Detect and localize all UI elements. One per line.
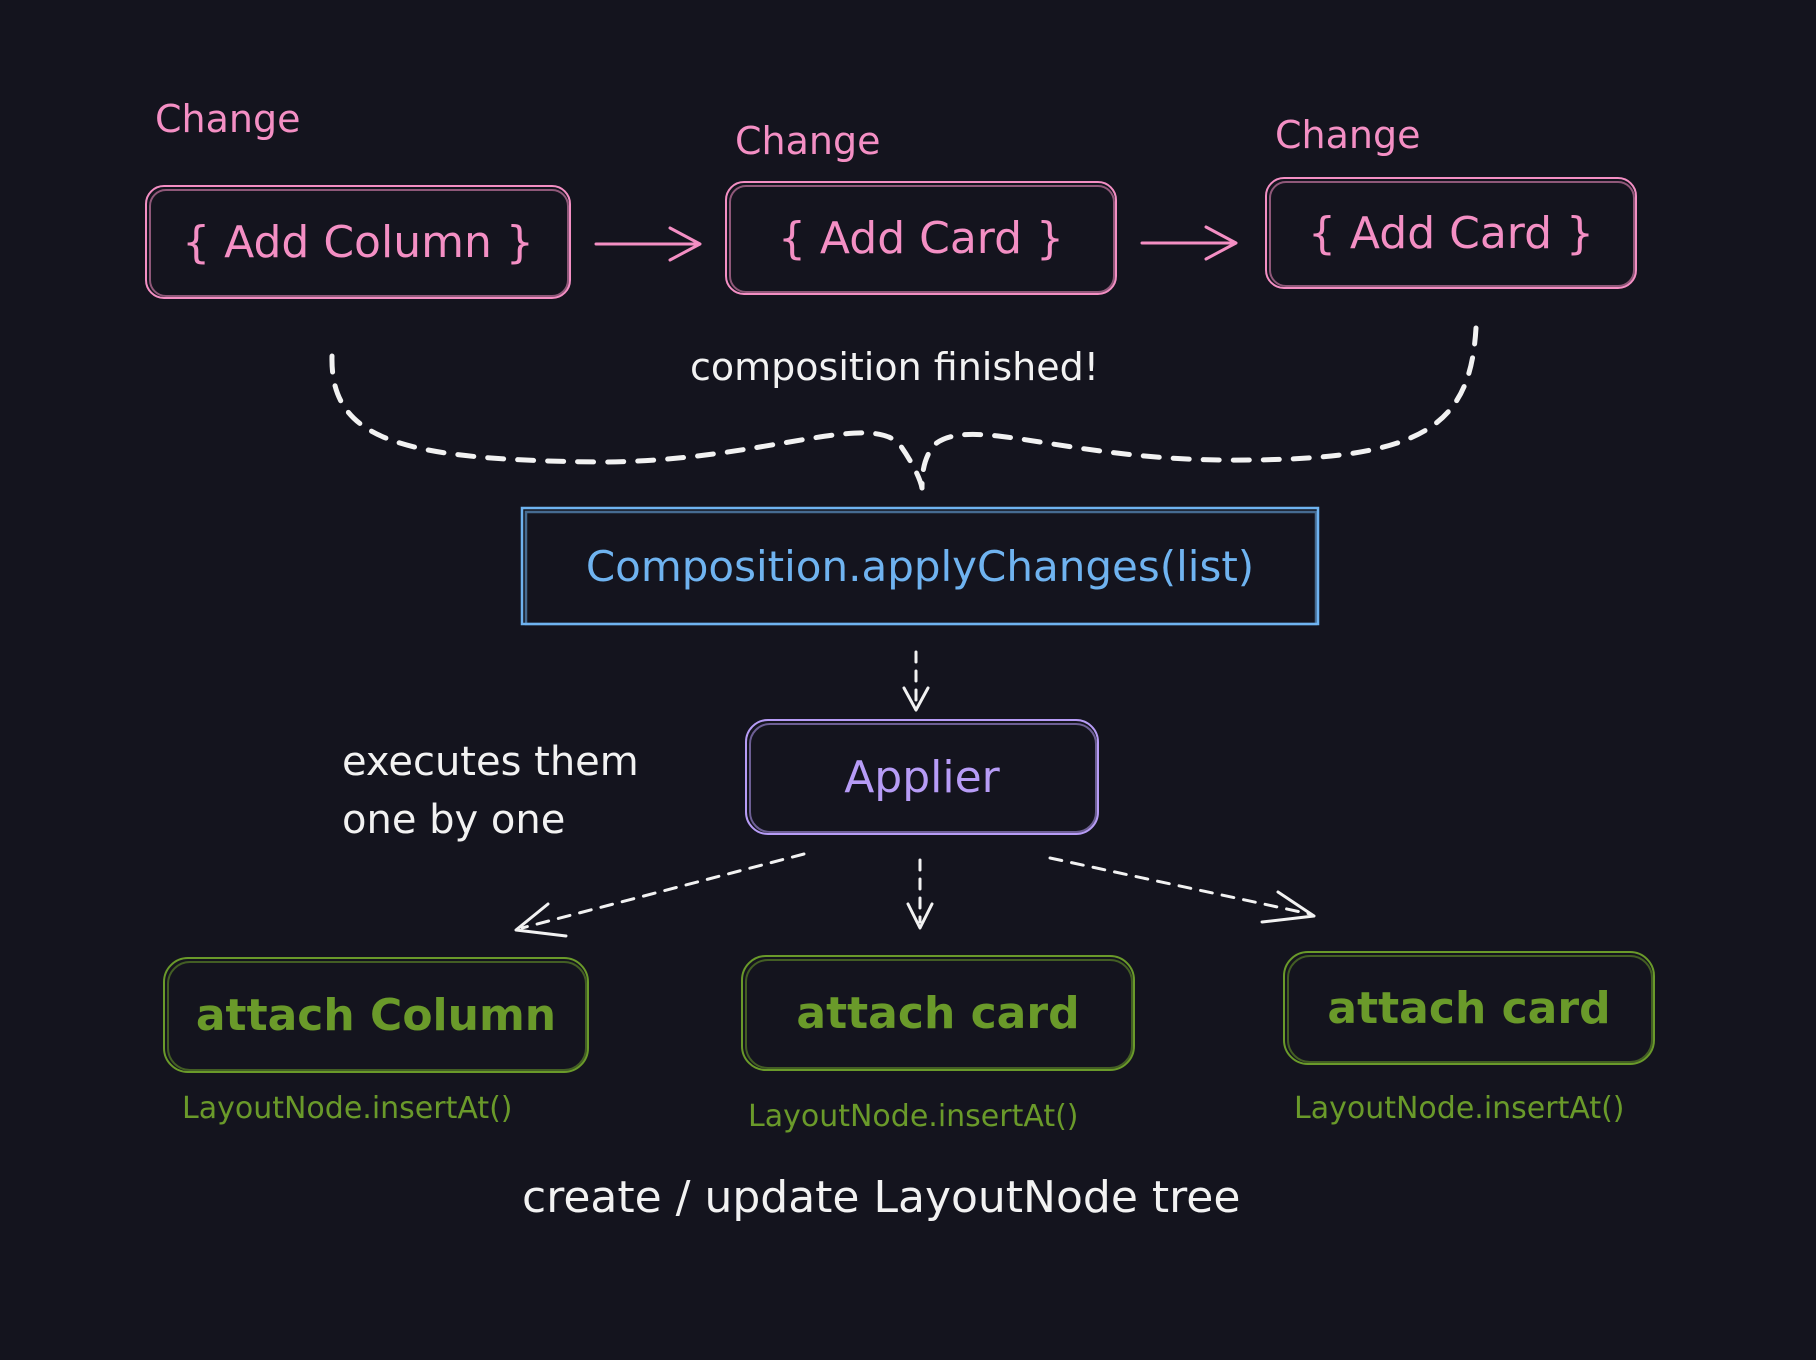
change-label-1: { Add Column }	[182, 216, 534, 268]
merge-brace-right	[919, 325, 1479, 491]
change-tag-2: Change	[735, 119, 881, 163]
attach-label-2: attach card	[796, 987, 1080, 1039]
change-tag-3: Change	[1275, 113, 1421, 157]
change-tag-1: Change	[155, 97, 301, 141]
applier-label: Applier	[844, 751, 1000, 803]
applier-note-line2: one by one	[342, 797, 566, 843]
composition-apply-call: Composition.applyChanges(list)	[585, 541, 1255, 591]
attach-box-1	[163, 957, 589, 1073]
applier-box	[745, 719, 1099, 835]
arrow-change-2-to-3	[1140, 225, 1238, 261]
attach-box-2	[741, 955, 1135, 1071]
change-box-2	[725, 181, 1117, 295]
arrow-applier-to-attach-1	[520, 852, 806, 930]
change-label-3: { Add Card }	[1307, 207, 1595, 259]
footer-caption: create / update LayoutNode tree	[522, 1172, 1241, 1223]
merge-brace-left	[329, 353, 925, 491]
attach-box-3	[1283, 951, 1655, 1065]
attach-label-3: attach card	[1327, 982, 1611, 1034]
arrow-change-1-to-2	[594, 226, 702, 262]
change-label-2: { Add Card }	[777, 212, 1065, 264]
applier-note-line1: executes them	[342, 739, 639, 785]
change-box-1	[145, 185, 571, 299]
attach-call-1: LayoutNode.insertAt()	[182, 1091, 513, 1126]
arrow-applier-to-attach-3	[1048, 856, 1312, 916]
attach-label-1: attach Column	[195, 989, 557, 1041]
composition-note: composition finished!	[690, 345, 1099, 389]
attach-call-2: LayoutNode.insertAt()	[748, 1099, 1079, 1134]
change-box-3	[1265, 177, 1637, 289]
attach-call-3: LayoutNode.insertAt()	[1294, 1091, 1625, 1126]
